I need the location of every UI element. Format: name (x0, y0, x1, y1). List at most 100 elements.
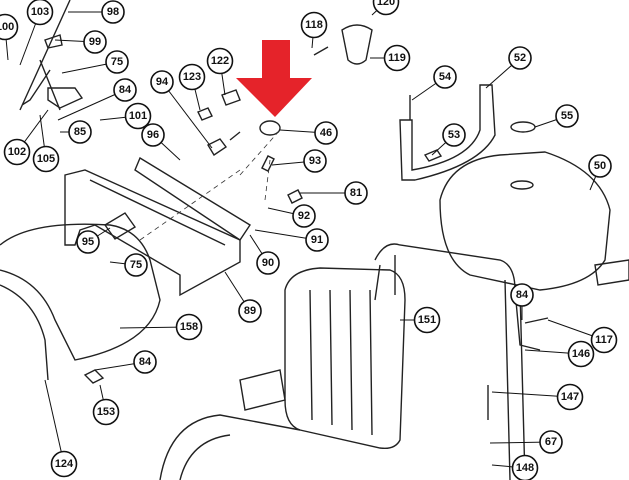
callout-label: 123 (183, 71, 201, 83)
callout-label: 119 (388, 52, 406, 64)
callout-circle (588, 154, 612, 178)
assembly-line (139, 129, 281, 241)
cap-55 (510, 121, 536, 133)
callout-circle (178, 63, 206, 91)
callout-96: 96 (141, 123, 165, 147)
callout-circle (539, 430, 563, 454)
callout-153: 153 (92, 398, 120, 426)
callout-circle (314, 121, 338, 145)
callout-147: 147 (556, 383, 584, 411)
callout-118: 118 (300, 11, 328, 39)
callout-label: 101 (129, 110, 147, 122)
callout-circle (141, 123, 165, 147)
tank-end (594, 259, 629, 286)
callout-circle (76, 230, 100, 254)
callout-148: 148 (511, 454, 539, 480)
callout-circle (150, 70, 174, 94)
callout-circle (32, 145, 60, 173)
switch-94 (207, 131, 241, 156)
callout-94: 94 (150, 70, 174, 94)
callout-label: 81 (350, 187, 362, 199)
seat-cushion (159, 414, 301, 480)
fender-158 (0, 223, 161, 381)
callout-circle (433, 65, 457, 89)
callout-circle (556, 383, 584, 411)
callout-53: 53 (442, 123, 466, 147)
neck (510, 180, 534, 190)
callout-label: 153 (97, 406, 115, 418)
callout-circle (413, 306, 441, 334)
part-123-122 (197, 89, 241, 121)
leader-line (44, 379, 65, 465)
callout-circle (124, 253, 148, 277)
callout-95: 95 (76, 230, 100, 254)
callout-circle (124, 102, 152, 130)
leader-line (161, 81, 213, 149)
callout-label: 46 (320, 127, 332, 139)
callout-label: 117 (595, 334, 613, 346)
callout-label: 148 (516, 462, 534, 474)
callout-label: 91 (311, 234, 323, 246)
cap-46 (259, 120, 281, 136)
callout-100: 100 (0, 13, 19, 41)
callout-52: 52 (508, 46, 532, 70)
callout-46: 46 (314, 121, 338, 145)
callout-label: 99 (89, 36, 101, 48)
callout-circle (3, 138, 31, 166)
pedal-lever (19, 0, 71, 111)
strap-52 (399, 84, 496, 181)
callout-label: 89 (244, 305, 256, 317)
callout-123: 123 (178, 63, 206, 91)
callout-circle (238, 299, 262, 323)
callout-84: 84 (133, 350, 157, 374)
callout-circle (256, 251, 280, 275)
callout-circle (92, 398, 120, 426)
callout-circle (303, 149, 327, 173)
seat-frame-146 (374, 243, 541, 480)
callout-circle (510, 283, 534, 307)
light-95 (103, 212, 137, 240)
callout-circle (305, 228, 329, 252)
callout-circle (175, 313, 203, 341)
clip-53 (423, 149, 443, 162)
callout-102: 102 (3, 138, 31, 166)
callout-label: 105 (37, 153, 55, 165)
callout-98: 98 (101, 0, 125, 24)
callout-circle (508, 46, 532, 70)
callout-120: 120 (372, 0, 400, 16)
seat-back-151 (284, 267, 406, 450)
callout-label: 151 (418, 314, 436, 326)
callout-label: 84 (119, 84, 132, 96)
callout-122: 122 (206, 47, 234, 75)
callout-circle (113, 78, 137, 102)
callout-90: 90 (256, 251, 280, 275)
callout-91: 91 (305, 228, 329, 252)
callout-circle (383, 44, 411, 72)
callout-75: 75 (124, 253, 148, 277)
leader-line (57, 89, 126, 121)
callout-label: 102 (8, 146, 26, 158)
callout-67: 67 (539, 430, 563, 454)
callout-label: 122 (211, 55, 229, 67)
callout-84: 84 (510, 283, 534, 307)
bracket-support (239, 369, 286, 411)
callout-label: 98 (107, 6, 119, 18)
callout-146: 146 (567, 340, 595, 368)
callout-label: 147 (561, 391, 579, 403)
callout-label: 52 (514, 52, 526, 64)
callout-label: 90 (262, 257, 274, 269)
callout-50: 50 (588, 154, 612, 178)
callout-label: 120 (377, 0, 395, 8)
fuel-tank-50 (439, 151, 611, 291)
callout-label: 67 (545, 436, 557, 448)
callout-label: 95 (82, 236, 94, 248)
callout-label: 75 (130, 259, 142, 271)
callout-label: 84 (139, 356, 152, 368)
callout-93: 93 (303, 149, 327, 173)
callout-124: 124 (50, 450, 78, 478)
sensor-81 (287, 189, 303, 204)
callout-85: 85 (68, 120, 92, 144)
filter-119 (313, 24, 373, 65)
